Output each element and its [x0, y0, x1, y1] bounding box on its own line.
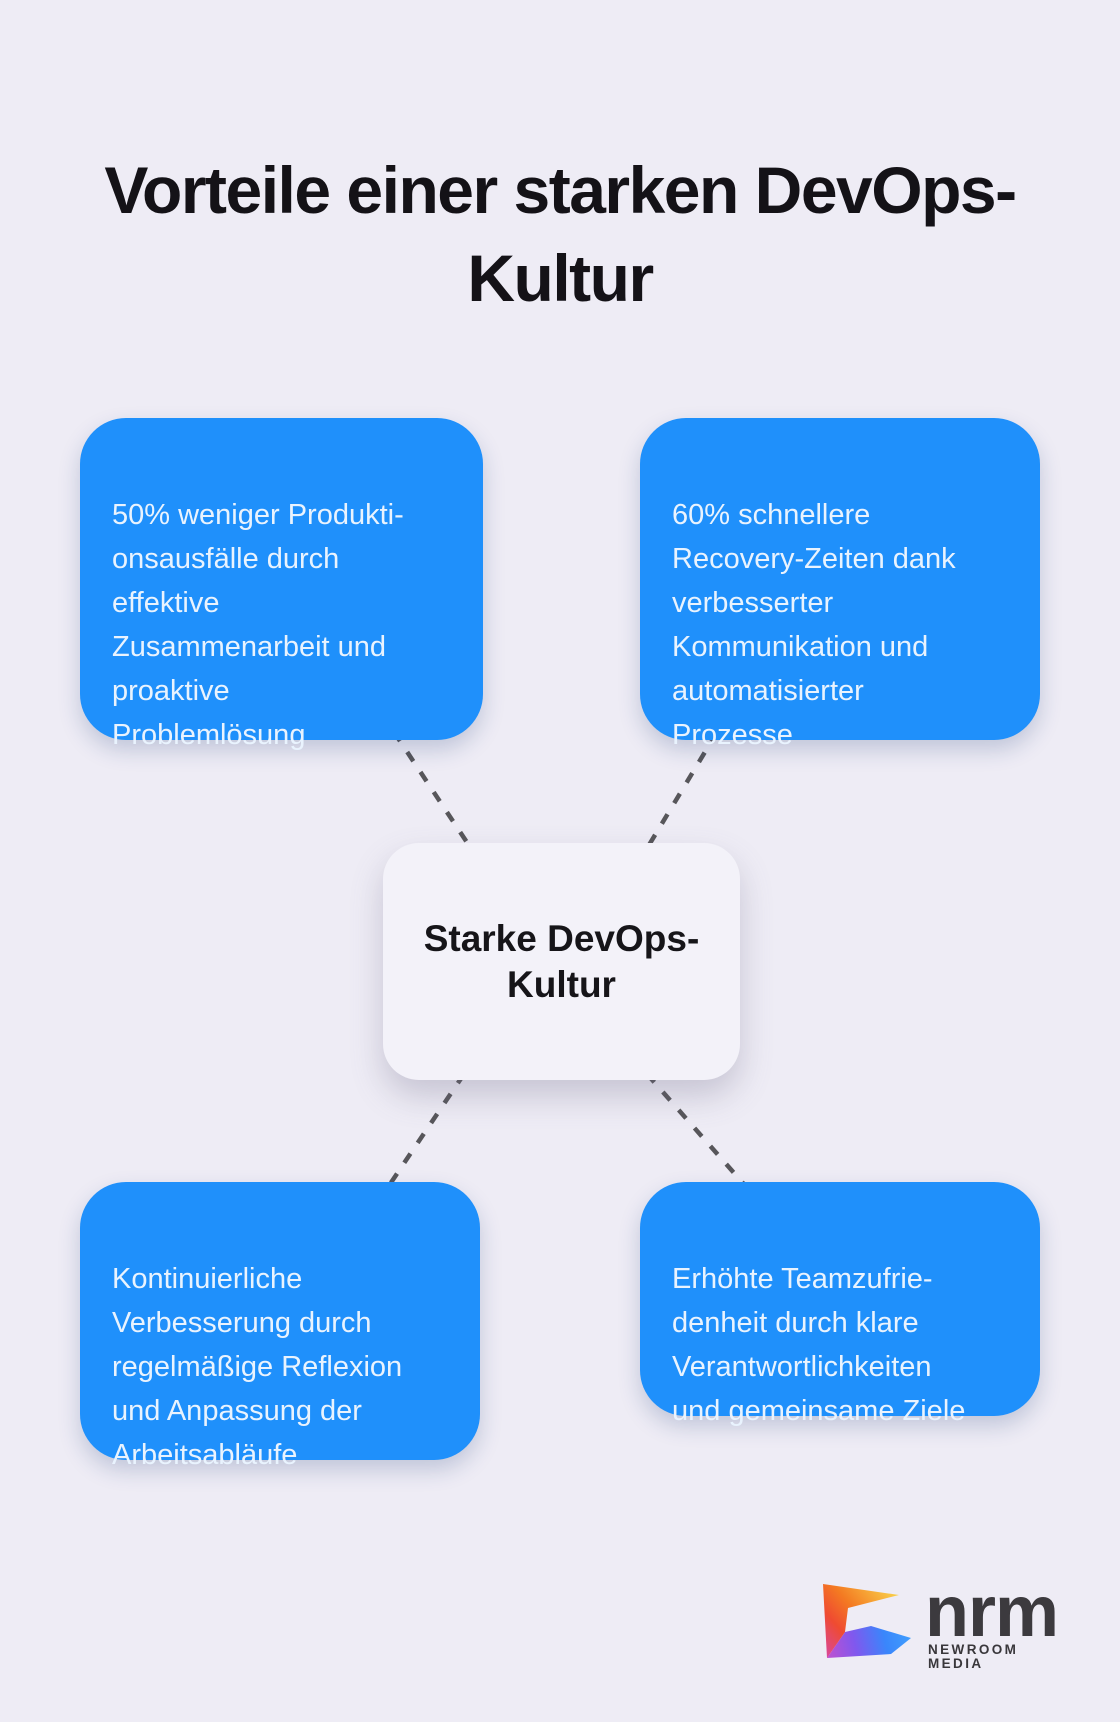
connector-bottom-right — [645, 1072, 751, 1192]
page-title: Vorteile einer starken DevOps- Kultur — [104, 153, 1017, 316]
benefit-card-text: Erhöhte Teamzufrie- denheit durch klare … — [672, 1263, 966, 1427]
connector-top-left — [392, 730, 474, 852]
benefit-card-text: 60% schnellere Recovery-Zeiten dank verb… — [672, 499, 956, 751]
benefit-card-top-left: 50% weniger Produkti- onsausfälle durch … — [80, 418, 483, 751]
benefit-card-bottom-right: Erhöhte Teamzufrie- denheit durch klare … — [640, 1182, 1040, 1427]
central-topic-label: Starke DevOps- Kultur — [423, 917, 700, 1005]
newroom-media-logo-icon — [823, 1584, 911, 1658]
logo-subtitle: NEWROOM MEDIA — [928, 1642, 1019, 1671]
benefit-card-top-right: 60% schnellere Recovery-Zeiten dank verb… — [640, 418, 1040, 751]
benefit-card-bottom-left: Kontinuierliche Verbesserung durch regel… — [80, 1182, 480, 1471]
benefit-card-text: Kontinuierliche Verbesserung durch regel… — [112, 1263, 403, 1471]
central-topic-node: Starke DevOps- Kultur — [383, 843, 740, 1080]
benefit-card-text: 50% weniger Produkti- onsausfälle durch … — [112, 499, 404, 751]
logo-wordmark: nrm — [925, 1572, 1059, 1652]
connector-bottom-left — [384, 1072, 466, 1192]
